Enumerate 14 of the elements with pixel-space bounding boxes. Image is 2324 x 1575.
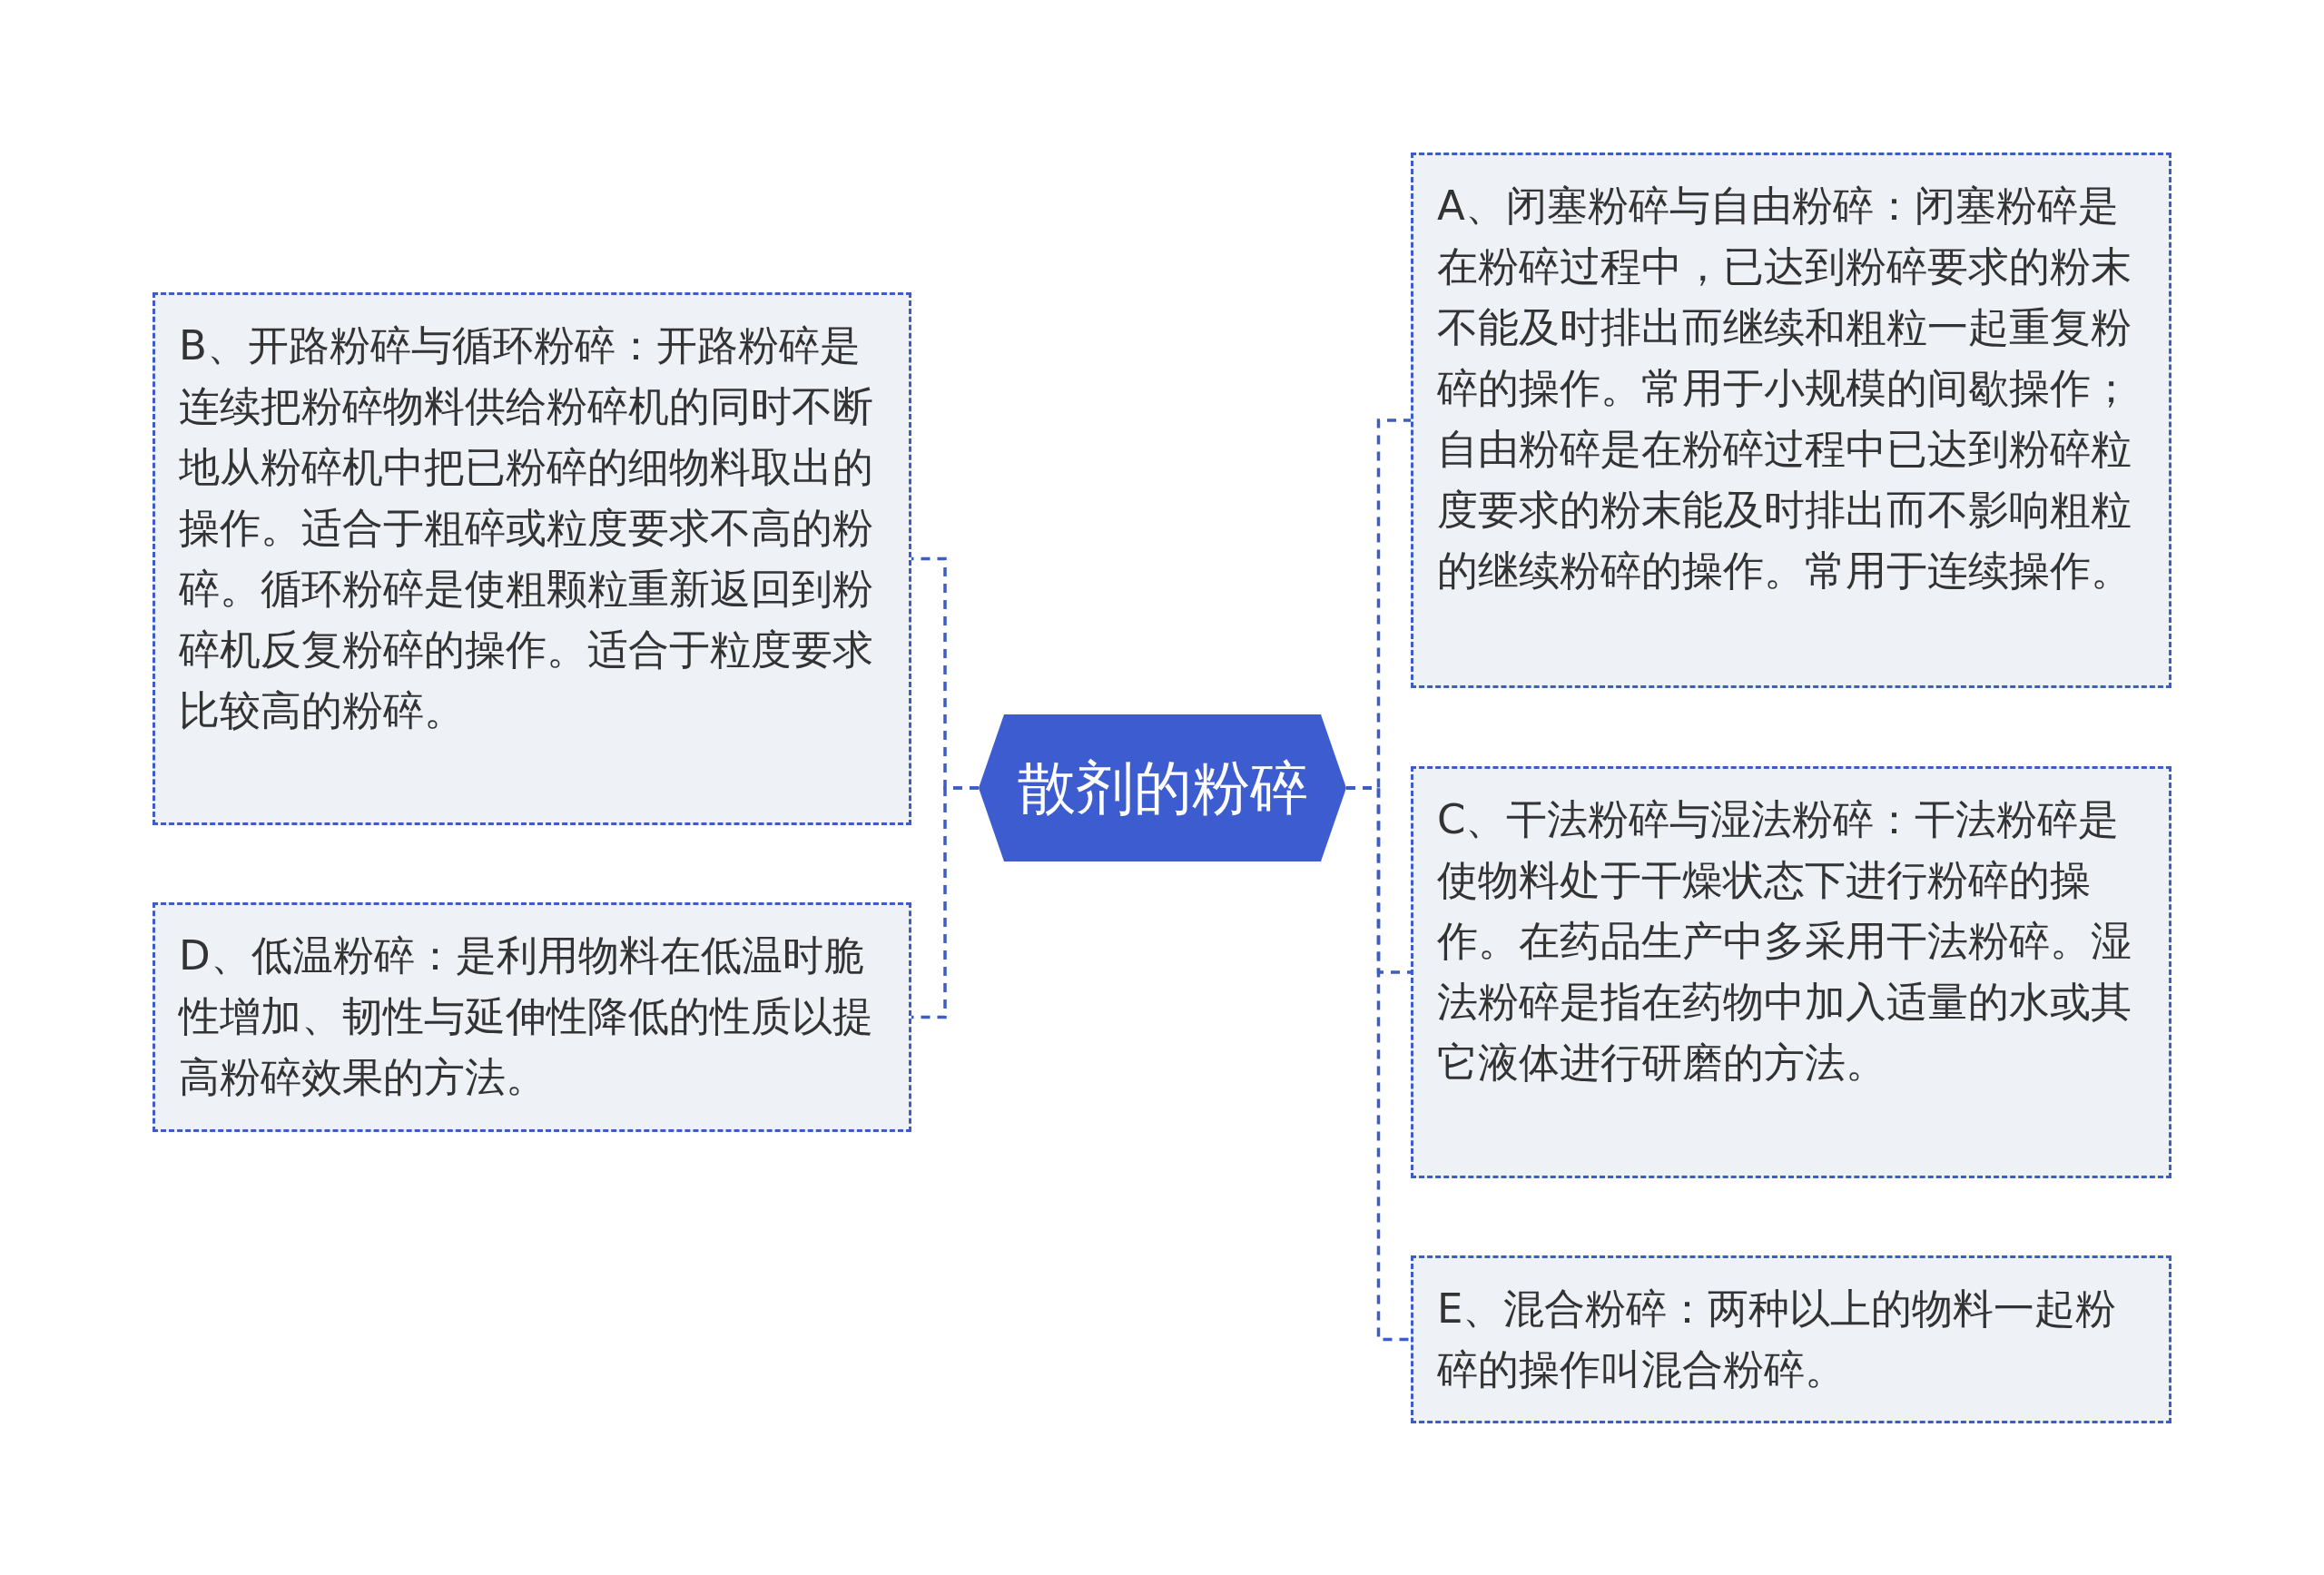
topic-text: E、混合粉碎：两种以上的物料一起粉碎的操作叫混合粉碎。 xyxy=(1437,1284,2118,1395)
connector-line xyxy=(1346,786,1411,1342)
central-topic-text: 散剂的粉碎 xyxy=(1017,753,1308,823)
central-topic-hexagon xyxy=(979,714,1346,861)
topic-text: D、低温粉碎：是利用物料在低温时脆性增加、韧性与延伸性降低的性质以提高粉碎效果的方法。 xyxy=(179,930,874,1103)
topic-box xyxy=(1411,1255,2171,1423)
topic-text: A、闭塞粉碎与自由粉碎：闭塞粉碎是在粉碎过程中，已达到粉碎要求的粉末不能及时排出而继续和粗粒一起重复粉碎的操作。常用于小规模的间歇操作；自由粉碎是在粉碎过程中已达到粉碎粒度要求的粉末能及时排出而不影响粗粒的继续粉碎的操作。常用于连续操作。 xyxy=(1437,181,2132,596)
topic-text: B、开路粉碎与循环粉碎：开路粉碎是连续把粉碎物料供给粉碎机的同时不断地从粉碎机中把已粉碎的细物料取出的操作。适合于粗碎或粒度要求不高的粉碎。循环粉碎是使粗颗粒重新返回到粉碎机反复粉碎的操作。适合于粒度要求比较高的粉碎。 xyxy=(179,320,874,736)
topic-text: C、干法粉碎与湿法粉碎：干法粉碎是使物料处于干燥状态下进行粉碎的操作。在药品生产中多采用干法粉碎。湿法粉碎是指在药物中加入适量的水或其它液体进行研磨的方法。 xyxy=(1437,794,2132,1088)
topic-box xyxy=(153,902,911,1132)
topic-box xyxy=(153,292,911,825)
topic-box xyxy=(1411,153,2171,688)
connector-line xyxy=(911,786,979,1019)
topic-box xyxy=(1411,766,2171,1178)
